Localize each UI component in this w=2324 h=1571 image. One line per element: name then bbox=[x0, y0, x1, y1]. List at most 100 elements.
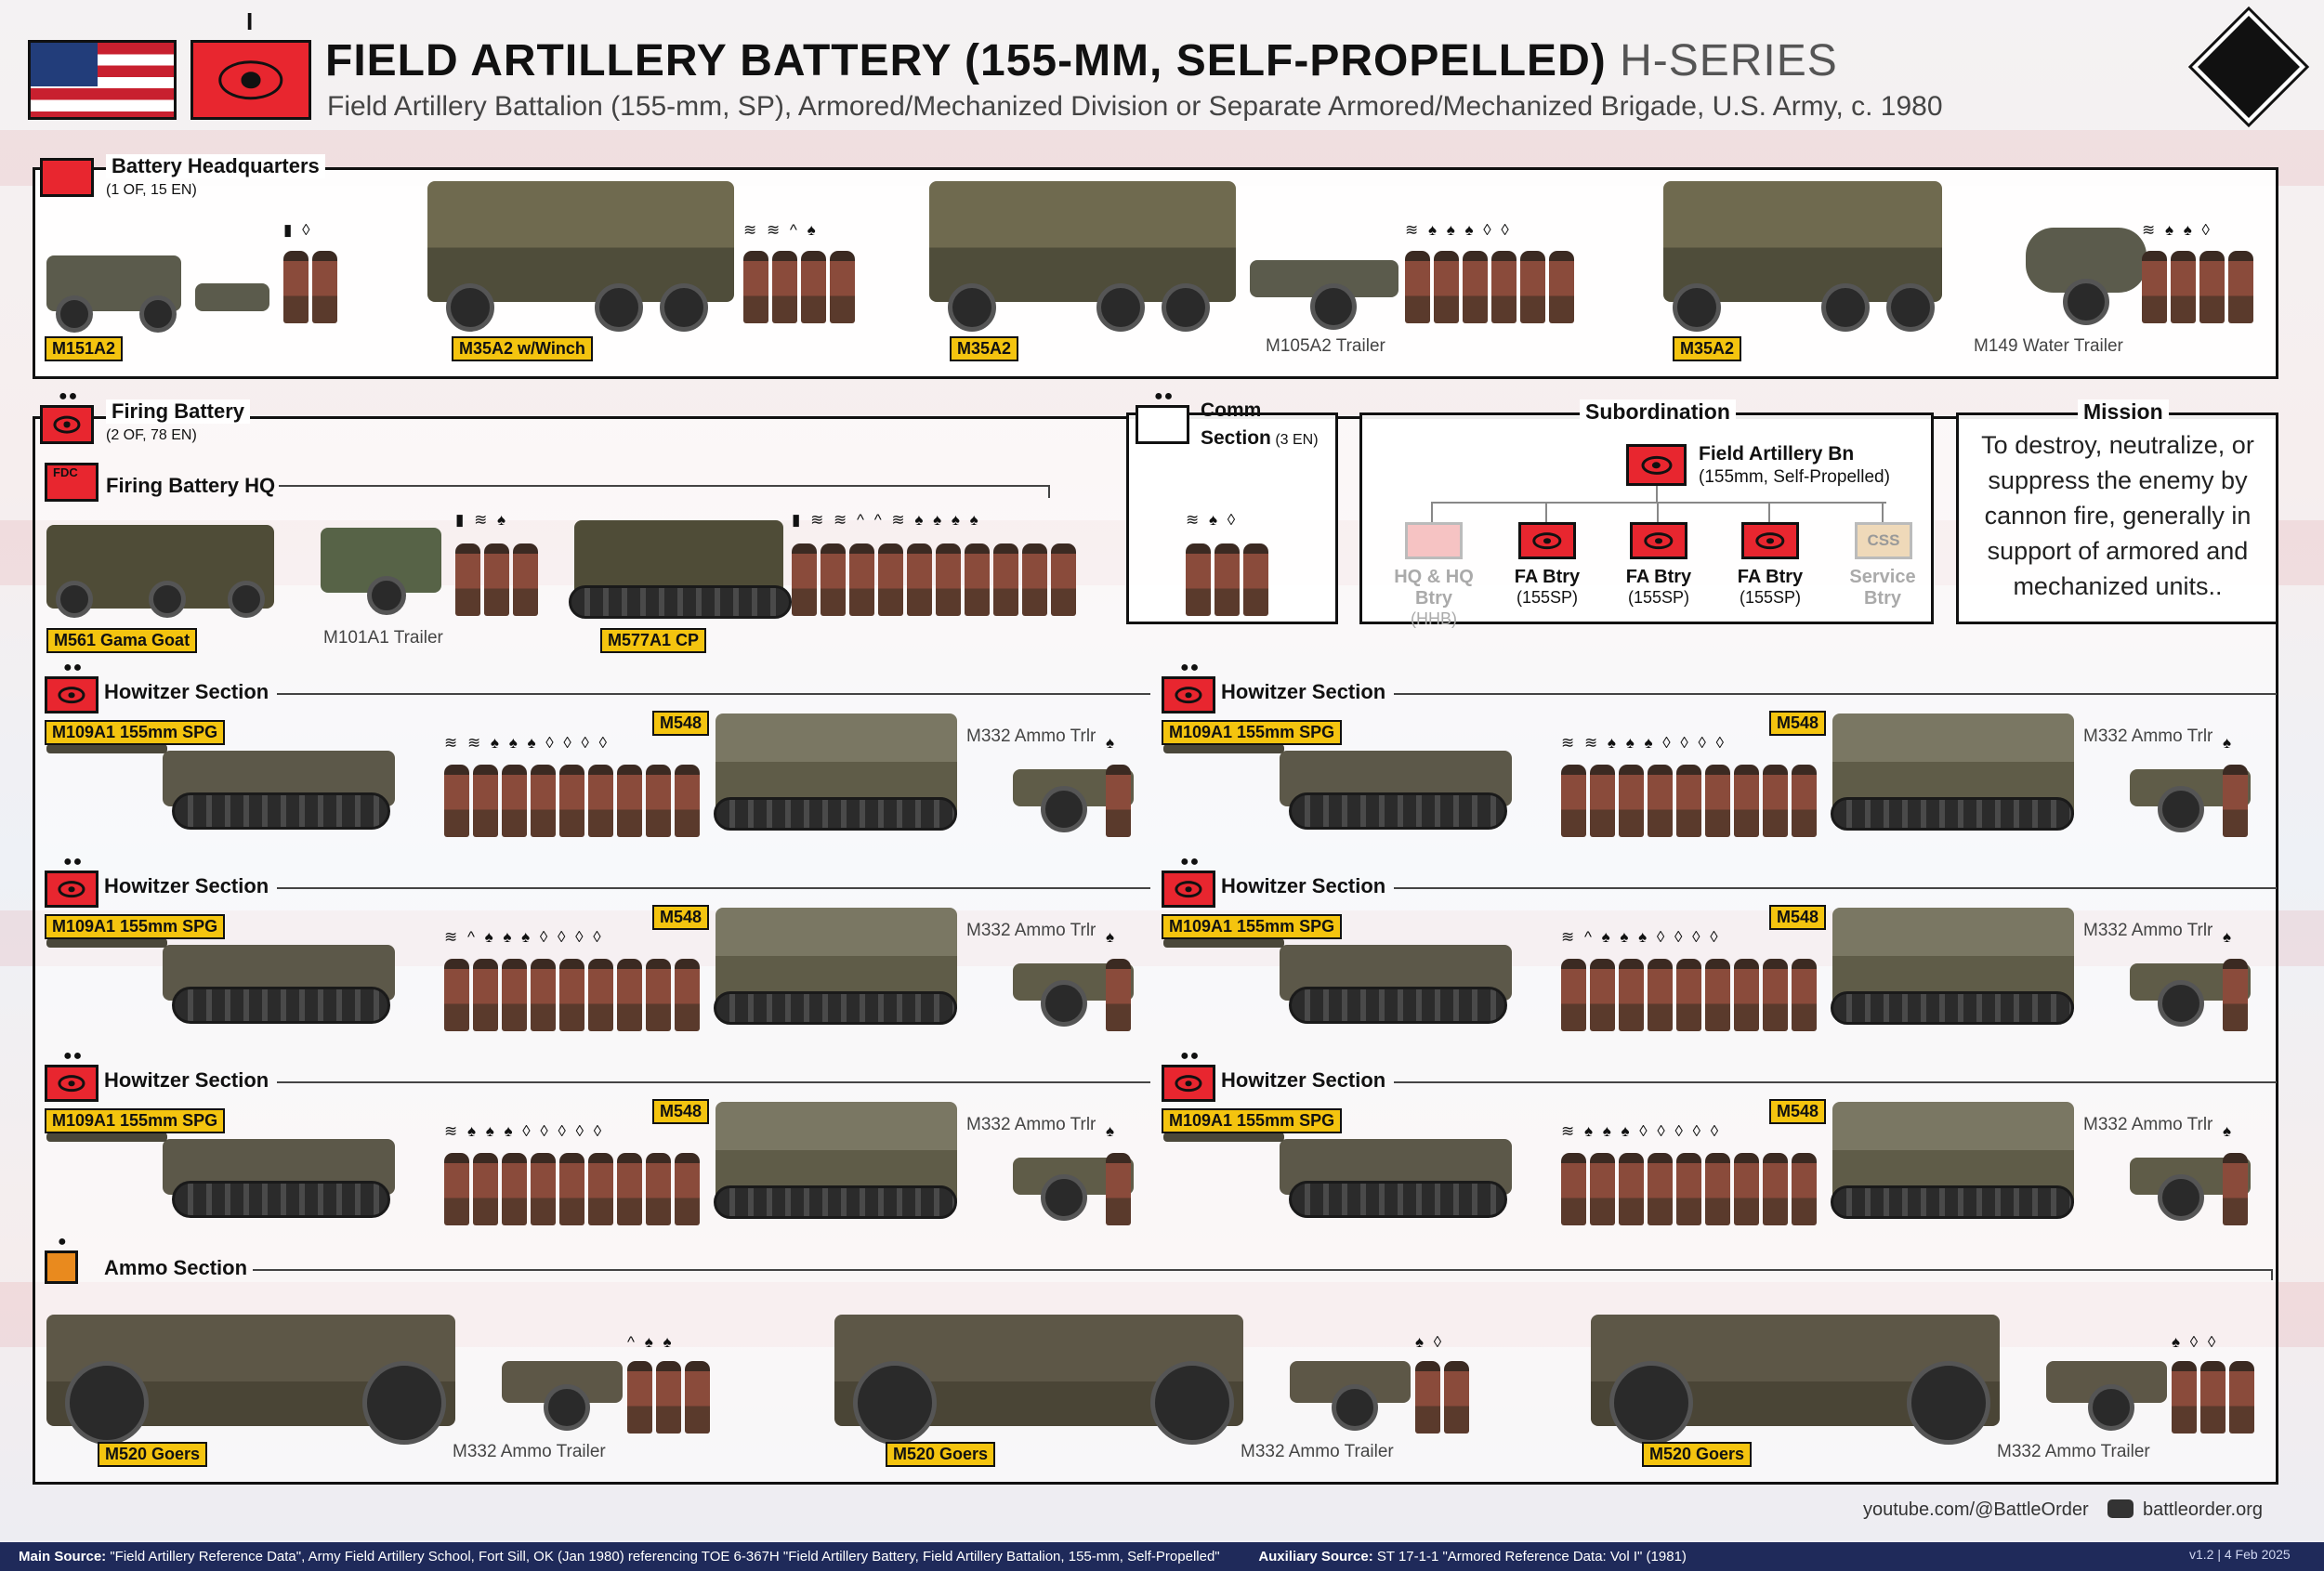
fa3-name: FA Btry bbox=[1737, 567, 1804, 587]
trailer-label-m332: M332 Ammo Trlr bbox=[2083, 1115, 2213, 1134]
soldiers-group bbox=[1561, 1153, 1817, 1225]
m35a2-truck-2 bbox=[1663, 181, 1942, 302]
battleorder-logo bbox=[2187, 6, 2310, 128]
rank-insignia: ≋ ♠ ♠ ◊ bbox=[2142, 221, 2212, 239]
us-flag bbox=[28, 40, 177, 120]
comm-symbol bbox=[1136, 405, 1189, 444]
howitzer-echelon: ●● bbox=[63, 854, 84, 870]
howitzer-barrel bbox=[1163, 744, 1284, 753]
firing-battery-strength: (2 OF, 78 EN) bbox=[106, 427, 197, 443]
howitzer-barrel bbox=[46, 938, 167, 948]
vehicle-tag-m109a1: M109A1 155mm SPG bbox=[1162, 914, 1343, 939]
vehicle-tag-m548: M548 bbox=[652, 905, 710, 930]
vehicle-tag-m35a2-winch: M35A2 w/Winch bbox=[452, 336, 593, 361]
howitzer-section-title: Howitzer Section bbox=[104, 680, 269, 703]
howitzer-section-title: Howitzer Section bbox=[1221, 680, 1386, 703]
rank-insignia: ≋ ^ ♠ ♠ ♠ ◊ ◊ ◊ ◊ bbox=[1561, 928, 1721, 946]
vehicle-tag-m35a2-2: M35A2 bbox=[1673, 336, 1742, 361]
soldiers-group bbox=[2223, 1153, 2248, 1225]
fa3-sub: (155SP) bbox=[1739, 588, 1802, 607]
trailer-label-m332: M332 Ammo Trailer bbox=[453, 1442, 606, 1461]
jeep-trailer bbox=[195, 283, 269, 311]
soldiers-group bbox=[743, 251, 855, 323]
soldiers-group bbox=[2223, 959, 2248, 1031]
comm-title: Comm bbox=[1201, 399, 1262, 421]
battery-hq-symbol bbox=[40, 158, 94, 197]
howitzer-section-title: Howitzer Section bbox=[1221, 874, 1386, 897]
fa-bn-symbol bbox=[1626, 444, 1687, 486]
hhb-symbol bbox=[1405, 522, 1463, 559]
rank-insignia: ♠ ◊ ◊ bbox=[2172, 1333, 2219, 1351]
howitzer-barrel bbox=[46, 744, 167, 753]
sub-child-fa1: FA Btry (155SP) bbox=[1491, 567, 1603, 608]
howitzer-barrel bbox=[1163, 1132, 1284, 1142]
sub-child-fa2: FA Btry (155SP) bbox=[1603, 567, 1714, 608]
howitzer-echelon: ●● bbox=[1180, 854, 1201, 870]
soldiers-group bbox=[1186, 543, 1268, 616]
rank-insignia: ≋ ^ ♠ ♠ ♠ ◊ ◊ ◊ ◊ bbox=[444, 928, 604, 946]
rank-insignia: ≋ ♠ ♠ ♠ ◊ ◊ ◊ ◊ ◊ bbox=[444, 1122, 605, 1140]
soldiers-group bbox=[627, 1361, 710, 1434]
battery-unit-symbol bbox=[190, 40, 311, 120]
trailer-label-m332: M332 Ammo Trlr bbox=[2083, 727, 2213, 746]
sub-child-hhb: HQ & HQ Btry (HHB) bbox=[1375, 567, 1492, 629]
trailer-label-m332: M332 Ammo Trlr bbox=[966, 921, 1096, 940]
comm-echelon: ●● bbox=[1154, 388, 1175, 404]
trailer-label-m332: M332 Ammo Trlr bbox=[966, 727, 1096, 746]
howitzer-section-symbol bbox=[45, 676, 98, 713]
vehicle-tag-m109a1: M109A1 155mm SPG bbox=[1162, 720, 1343, 745]
soldiers-group bbox=[2142, 251, 2253, 323]
youtube-link[interactable]: youtube.com/@BattleOrder bbox=[1863, 1499, 2089, 1520]
subordination-title: Subordination bbox=[1580, 399, 1736, 425]
soldiers-group bbox=[444, 959, 700, 1031]
firing-battery-hq-title: Firing Battery HQ bbox=[106, 474, 276, 497]
soldiers-group bbox=[1405, 251, 1574, 323]
ammo-echelon: ● bbox=[58, 1234, 68, 1250]
vehicle-tag-m520: M520 Goers bbox=[1642, 1442, 1753, 1467]
hhb-sub: (HHB) bbox=[1411, 609, 1457, 628]
soldiers-group bbox=[455, 543, 538, 616]
fa-btry-symbol-2 bbox=[1630, 522, 1687, 559]
echelon-marker: I bbox=[246, 7, 254, 35]
vehicle-tag-m577a1: M577A1 CP bbox=[600, 628, 707, 653]
rank-insignia: ≋ ≋ ^ ♠ bbox=[743, 221, 819, 239]
rank-insignia: ♠ bbox=[1106, 734, 1118, 752]
vehicle-tag-m35a2: M35A2 bbox=[950, 336, 1019, 361]
trailer-label-m105a2: M105A2 Trailer bbox=[1266, 336, 1385, 356]
fa-bn-label: Field Artillery Bn bbox=[1699, 443, 1855, 465]
howitzer-section-title: Howitzer Section bbox=[104, 1068, 269, 1092]
howitzer-barrel bbox=[1163, 938, 1284, 948]
fa2-name: FA Btry bbox=[1625, 567, 1692, 587]
fa-btry-symbol-1 bbox=[1518, 522, 1576, 559]
soldiers-group bbox=[283, 251, 337, 323]
battery-hq-strength: (1 OF, 15 EN) bbox=[106, 182, 197, 198]
rank-insignia: ▮ ≋ ♠ bbox=[455, 511, 509, 529]
comm-strength: (3 EN) bbox=[1275, 432, 1319, 448]
vehicle-tag-m109a1: M109A1 155mm SPG bbox=[1162, 1108, 1343, 1133]
service-btry-symbol: CSS bbox=[1855, 522, 1912, 559]
vehicle-tag-m548: M548 bbox=[1769, 711, 1827, 736]
soldiers-group bbox=[1106, 1153, 1131, 1225]
source-footer: Main Source: "Field Artillery Reference … bbox=[0, 1542, 2324, 1571]
sub-child-fa3: FA Btry (155SP) bbox=[1714, 567, 1826, 608]
trailer-label-m332: M332 Ammo Trailer bbox=[1997, 1442, 2150, 1461]
version-stamp: v1.2 | 4 Feb 2025 bbox=[2189, 1547, 2291, 1562]
rank-insignia: ♠ bbox=[2223, 734, 2235, 752]
title-series: H-SERIES bbox=[1620, 36, 1838, 85]
youtube-icon bbox=[2107, 1499, 2134, 1518]
fa1-sub: (155SP) bbox=[1516, 588, 1579, 607]
soldiers-group bbox=[792, 543, 1076, 616]
site-link[interactable]: battleorder.org bbox=[2143, 1499, 2263, 1520]
rank-insignia: ▮ ≋ ≋ ^ ^ ≋ ♠ ♠ ♠ ♠ bbox=[792, 511, 981, 529]
service-sub: Btry bbox=[1863, 588, 1901, 609]
soldiers-group bbox=[1106, 765, 1131, 837]
fdc-label: FDC bbox=[53, 465, 78, 479]
howitzer-echelon: ●● bbox=[63, 1048, 84, 1064]
vehicle-tag-m520: M520 Goers bbox=[886, 1442, 996, 1467]
vehicle-tag-m548: M548 bbox=[1769, 905, 1827, 930]
vehicle-tag-m548: M548 bbox=[652, 711, 710, 736]
mission-title: Mission bbox=[2078, 399, 2169, 425]
aux-source-label: Auxiliary Source: bbox=[1258, 1549, 1373, 1564]
fa1-name: FA Btry bbox=[1514, 567, 1581, 587]
howitzer-echelon: ●● bbox=[1180, 660, 1201, 675]
